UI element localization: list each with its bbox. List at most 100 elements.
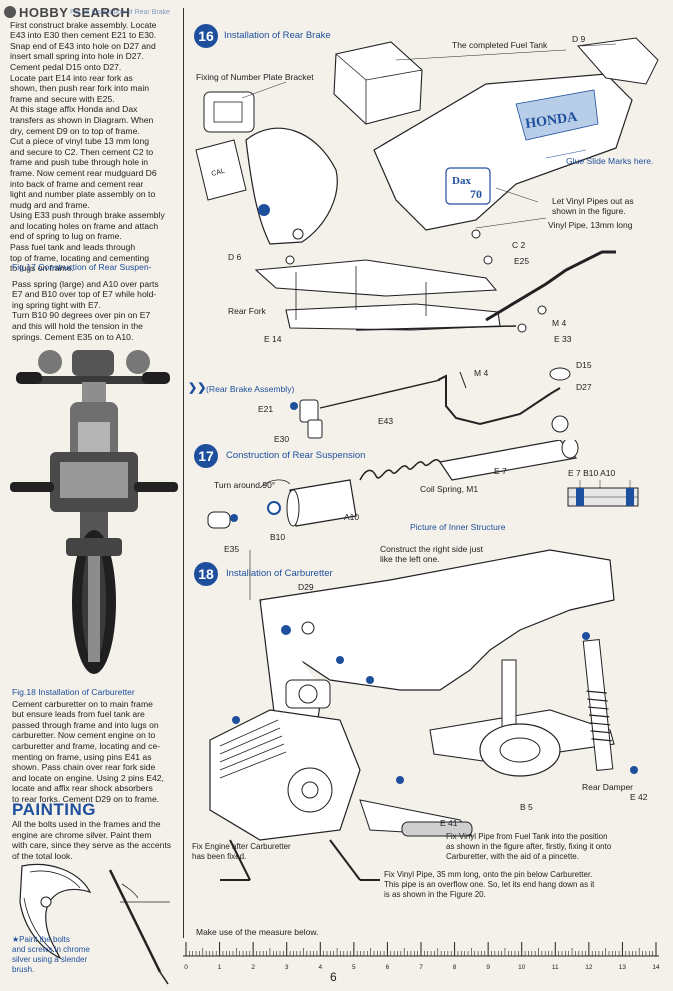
ruler-label: 7 — [419, 964, 423, 971]
fig16-text-line: and locating holes on frame and attach — [10, 220, 159, 231]
ruler-label: 5 — [352, 964, 356, 971]
painting-illustration — [10, 862, 178, 986]
ruler-label: 2 — [251, 964, 255, 971]
fig16-text-line: end of spring to lug on frame. — [10, 231, 122, 242]
label-e25: E25 — [514, 256, 530, 266]
fig16-text-line: Using E33 push through brake assembly — [10, 210, 165, 221]
step-16-badge: 16 — [194, 24, 218, 48]
brake-assembly-title: (Rear Brake Assembly) — [206, 384, 295, 394]
label-e21: E21 — [258, 404, 274, 414]
label-turn-90: Turn around 90° — [214, 480, 276, 490]
label-coil-spring: Coil Spring, M1 — [420, 484, 479, 494]
page-number: 6 — [330, 970, 337, 984]
step-17-badge: 17 — [194, 444, 218, 468]
label-vinyl-out2: shown in the figure. — [552, 206, 626, 216]
paint-note-line: ★Paint the bolts — [12, 935, 70, 944]
dax-number-decal: 70 — [470, 187, 482, 201]
fig16-text-line: Snap end of E43 into hole on D27 and — [10, 40, 156, 51]
label-e35: E35 — [224, 544, 240, 554]
paint-note-line: silver using a slender — [12, 955, 88, 964]
ruler-label: 11 — [551, 964, 559, 971]
fig17-text-line: Pass spring (large) and A10 over parts — [12, 278, 159, 289]
label-e43: E43 — [378, 416, 394, 426]
overflow-line-2: This pipe is an overflow one. So, let it… — [384, 880, 595, 889]
label-d6: D 6 — [228, 252, 242, 262]
fig16-text-line: Pass fuel tank and leads through — [10, 242, 136, 253]
fig17-text-line: Turn B10 90 degrees over pin on E7 — [12, 310, 151, 321]
step17-drawing — [190, 437, 660, 550]
fig17-text-line: E7 and B10 over top of E7 while hold- — [12, 289, 157, 300]
label-d27: D27 — [576, 382, 592, 392]
label-rear-damper: Rear Damper — [582, 782, 634, 792]
label-d29: D29 — [298, 582, 314, 592]
label-vinyl-pipe: Vinyl Pipe, 13mm long — [548, 220, 633, 230]
fig16-text-line: top of frame, locating and cementing — [10, 252, 150, 263]
ruler-label: 13 — [618, 964, 627, 971]
fig16-text-line: and secure to C2. Then cement C2 to — [10, 146, 154, 157]
fig16-text-line: E43 into E30 then cement E21 to E30. — [10, 30, 157, 41]
fig17-header: Fig.17 Construction of Rear Suspen- — [12, 262, 152, 272]
fig18-text-line: shown. Pass chain over rear fork side — [12, 762, 156, 773]
ruler-label: 14 — [652, 964, 660, 971]
step18-drawing — [190, 540, 666, 900]
ruler-label: 3 — [284, 964, 289, 971]
fig16-text-line: At this stage affix Honda and Dax — [10, 104, 138, 115]
label-a10: A10 — [344, 512, 360, 522]
step-17-title: Construction of Rear Suspension — [226, 450, 366, 461]
fig18-text-line: but ensure leads from fuel tank are — [12, 709, 145, 720]
step-16-title: Installation of Rear Brake — [224, 30, 331, 41]
fig16-text-line: frame and secure with E25. — [10, 93, 115, 104]
column-divider — [183, 8, 184, 938]
ruler-label: 1 — [217, 964, 222, 971]
motorcycle-photo — [10, 342, 178, 682]
fig18-text-line: locate and affix rear shock absorbers — [12, 783, 153, 794]
fig16-header: Fig.16 Installation of Rear Brake — [70, 9, 170, 16]
fix-engine-line-2: has been fixed. — [192, 852, 247, 861]
fig16-text-line: dry, cement D9 on to top of frame. — [10, 125, 140, 136]
brake-assembly-drawing — [280, 360, 600, 450]
label-plate-bracket: Fixing of Number Plate Bracket — [196, 72, 314, 82]
ruler-label: 9 — [486, 964, 490, 971]
fig18-text-line: carburetter and frame, locating and ce- — [12, 740, 161, 751]
label-glue-marks: Glue Slide Marks here. — [566, 156, 654, 166]
step-18-title: Installation of Carburetter — [226, 568, 333, 579]
fig16-text-line: Cement pedal D15 onto D27. — [10, 61, 122, 72]
measure-note: Make use of the measure below. — [196, 927, 319, 937]
fig16-text-line: shown, then push rear fork into main — [10, 83, 150, 94]
label-d15: D15 — [576, 360, 592, 370]
fig18-header: Fig.18 Installation of Carburetter — [12, 687, 135, 697]
hobby-search-logo: HOBBY SEARCH — [4, 4, 130, 20]
fig18-text-line: and locate on engine. Using 2 pins E42, — [12, 772, 164, 783]
fig16-text-line: light and number plate assembly on to — [10, 189, 156, 200]
fig16-text-line: Cut a piece of vinyl tube 13 mm long — [10, 136, 150, 147]
label-e30: E30 — [274, 434, 290, 444]
measuring-ruler — [183, 938, 659, 972]
painting-text-line: All the bolts used in the frames and the — [12, 819, 161, 829]
overflow-note: Fix Vinyl Pipe, 35 mm long, onto the pin… — [384, 870, 668, 900]
label-c2: C 2 — [512, 240, 526, 250]
dax-decal: Dax — [452, 175, 471, 187]
logo-icon — [4, 6, 16, 18]
fig16-text-line: mudg ard and frame. — [10, 199, 90, 210]
logo-text: HOBBY SEARCH — [19, 4, 131, 20]
ruler-label: 8 — [452, 964, 457, 971]
label-construct-1: Construct the right side just — [380, 544, 483, 554]
ruler-label: 12 — [585, 964, 593, 971]
ruler-label: 0 — [184, 964, 188, 971]
label-b5: B 5 — [520, 802, 533, 812]
fig18-text-line: to rear forks. Cement D29 on to frame. — [12, 793, 160, 804]
painting-text: All the bolts used in the frames and the… — [12, 819, 180, 861]
fix-pipe-line-3: Carburetter, with the aid of a pincette. — [446, 852, 579, 861]
label-vinyl-out: Let Vinyl Pipes out as — [552, 196, 634, 206]
label-m4-16: M 4 — [552, 318, 567, 328]
fig16-text-line: First construct brake assembly. Locate — [10, 19, 157, 30]
label-e7: E 7 — [494, 466, 507, 476]
label-e41: E 41 — [440, 818, 458, 828]
label-rear-fork: Rear Fork — [228, 306, 266, 316]
fig17-section: Fig.17 Construction of Rear Suspen- Pass… — [12, 262, 180, 342]
